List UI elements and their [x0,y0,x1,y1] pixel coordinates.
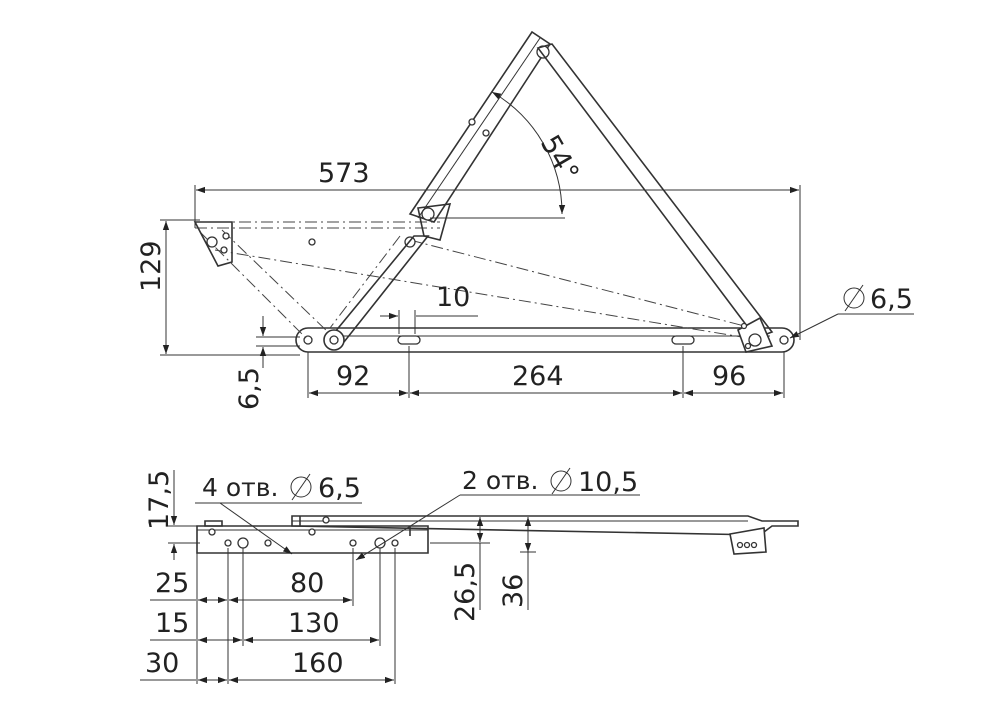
side-view: 54° 573 129 10 [136,30,914,410]
small-holes-callout: 4 отв. 6,5 [195,473,362,555]
inner-height-label: 26,5 [450,562,481,622]
base-pivot [323,235,401,351]
angle-label: 54° [534,130,585,187]
slot-dimension: 10 [380,282,478,334]
support-arm [536,43,774,353]
segment-right-label: 96 [712,361,746,392]
hole-dia-label: 6,5 [870,284,913,315]
top-view: 4 отв. 6,5 2 отв. 10,5 17,5 [140,466,799,684]
arm-rails [291,515,799,536]
row3-dimensions: 30 160 [140,648,394,684]
base-rail [295,327,795,353]
large-holes-count: 2 отв. [462,466,538,495]
row2-right-label: 130 [288,608,340,639]
height-label: 129 [136,240,167,292]
small-holes-dia: 6,5 [318,473,361,504]
thickness-label: 6,5 [234,367,265,410]
bracket-height-dimension: 17,5 [144,470,200,560]
length-dimension: 573 [194,158,801,340]
angle-dimension: 54° [430,91,585,219]
row2-dimensions: 15 130 [150,608,379,644]
row3-left-label: 30 [145,648,179,679]
bracket-height-label: 17,5 [144,470,175,530]
mounting-bracket [196,520,429,554]
row1-dimensions: 25 80 [150,568,352,604]
large-holes-callout: 2 отв. 10,5 [355,466,640,561]
large-holes-dia: 10,5 [578,467,638,498]
diameter-icon [843,284,865,312]
thickness-dimension: 6,5 [234,316,300,410]
outer-height-label: 36 [498,574,529,608]
hole-diameter-callout: 6,5 [789,284,914,339]
height-dimension: 129 [136,219,300,356]
segment-mid-label: 264 [512,361,564,392]
row1-right-label: 80 [290,568,324,599]
end-bracket [729,527,767,555]
base-chain-dimensions: 92 264 96 [307,346,785,398]
rail-height-dimensions: 26,5 36 [430,515,536,622]
folded-frame [193,221,761,341]
extension-lines [196,548,396,684]
row1-left-label: 25 [155,568,189,599]
small-holes-count: 4 отв. [202,473,278,502]
overall-length-label: 573 [318,158,370,189]
segment-left-label: 92 [336,361,370,392]
diameter-icon [290,473,312,501]
row3-right-label: 160 [292,648,344,679]
row2-left-label: 15 [155,608,189,639]
diameter-icon [550,467,572,495]
slot-width-label: 10 [436,282,470,313]
